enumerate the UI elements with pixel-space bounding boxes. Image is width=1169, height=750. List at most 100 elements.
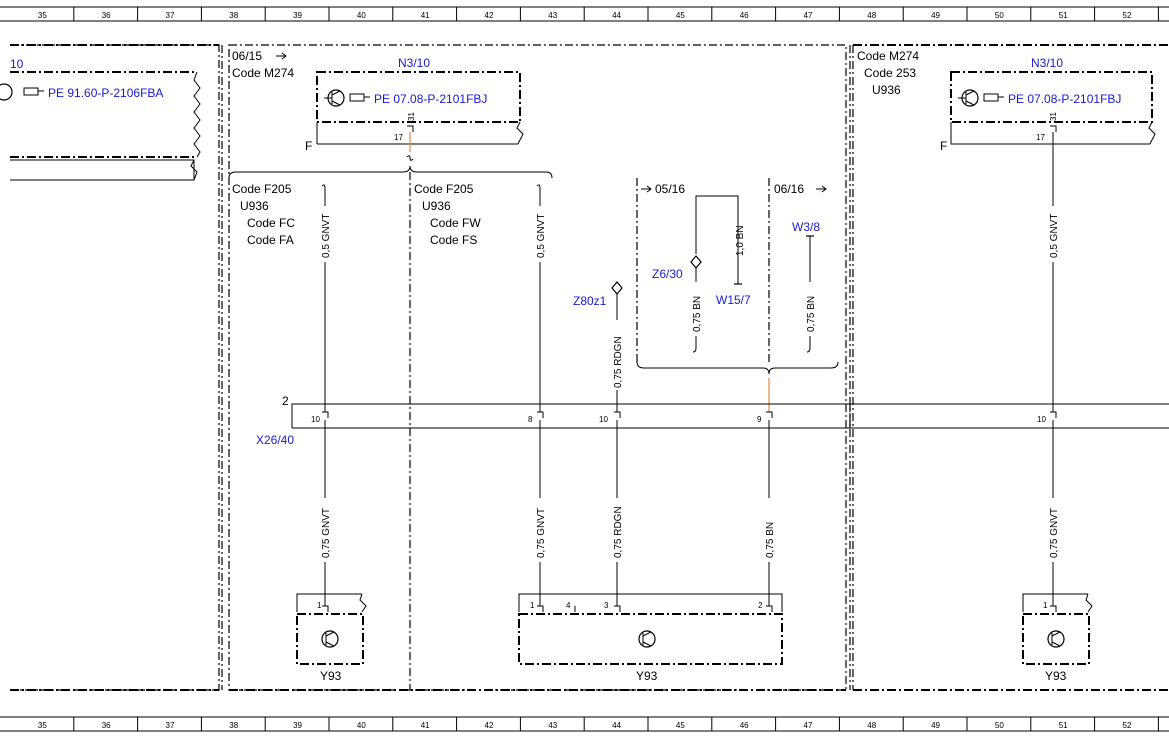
branch-left-code-3: Code FC — [247, 216, 295, 230]
branch-right-code-4: Code FS — [430, 233, 477, 247]
ruler-column-label: 48 — [867, 721, 876, 730]
wire-label: 0,75 BN — [692, 296, 703, 332]
pointer-hand-icon — [983, 93, 1004, 102]
left-panel: 10 PE 91.60-P-2106FBA — [0, 44, 223, 691]
y93-left[interactable]: 1 Y93 — [296, 593, 367, 683]
arrow-right-icon — [641, 185, 652, 193]
arrow-right-icon — [816, 185, 827, 193]
wire-label: 0,75 GNVT — [1049, 508, 1060, 558]
left-panel-frame — [10, 44, 220, 691]
ruler-column-label: 46 — [740, 721, 749, 730]
ruler-column-label: 45 — [676, 11, 685, 20]
wire-label: 0,75 RDGN — [613, 506, 624, 558]
y93-left-label: Y93 — [320, 669, 342, 683]
left-pe-ref[interactable]: PE 91.60-P-2106FBA — [48, 86, 163, 100]
middle-code: Code M274 — [232, 66, 294, 80]
transistor-icon — [321, 630, 339, 648]
ruler-column-label: 50 — [995, 11, 1004, 20]
ruler-column-label: 49 — [931, 11, 940, 20]
branch-brace — [228, 165, 553, 179]
wire-label: 0,75 BN — [765, 522, 776, 558]
middle-date: 06/15 — [232, 49, 262, 63]
branch-right-code-3: Code FW — [430, 216, 481, 230]
pin-4: 4 — [566, 601, 571, 610]
ruler-column-label: 52 — [1123, 11, 1132, 20]
z80-label[interactable]: Z80z1 — [573, 294, 607, 308]
pin-10: 10 — [311, 415, 320, 424]
f-label: F — [305, 139, 312, 153]
z6-label[interactable]: Z6/30 — [652, 267, 683, 281]
ruler-column-label: 35 — [38, 11, 47, 20]
ruler-column-label: 39 — [293, 11, 302, 20]
pin-10: 10 — [1037, 415, 1046, 424]
pin-1: 1 — [1043, 601, 1048, 610]
pin-10: 10 — [599, 415, 608, 424]
middle-pe-ref[interactable]: PE 07.08-P-2101FBJ — [374, 92, 487, 106]
wire-label: 1,0 BN — [735, 225, 746, 256]
wire-label: 0,5 GNVT — [321, 214, 332, 258]
ruler-column-label: 41 — [421, 721, 430, 730]
ruler-column-label: 40 — [357, 721, 366, 730]
right-pe-ref[interactable]: PE 07.08-P-2101FBJ — [1008, 92, 1121, 106]
ruler-column-label: 37 — [166, 721, 175, 730]
right-code-1: Code M274 — [857, 49, 919, 63]
pin-9: 9 — [757, 415, 762, 424]
branch-right-code-2: U936 — [422, 199, 451, 213]
sub-date-right: 06/16 — [774, 182, 804, 196]
connector-x26-40: 2 X26/40 — [256, 394, 1169, 447]
transistor-icon — [1047, 630, 1065, 648]
ruler-column-label: 49 — [931, 721, 940, 730]
wire-label: 0,5 GNVT — [536, 214, 547, 258]
arrow-right-icon — [276, 52, 287, 60]
right-panel: Code M274 Code 253 U936 N3/10 PE 07.08-P… — [849, 44, 1169, 691]
ruler-column-label: 52 — [1123, 721, 1132, 730]
y93-right-panel[interactable]: 1 Y93 — [1022, 593, 1093, 683]
right-module-label[interactable]: N3/10 — [1031, 56, 1063, 70]
wire-label: 0,75 GNVT — [536, 508, 547, 558]
sub-date-left: 05/16 — [655, 182, 685, 196]
branch-right: Code F205 U936 Code FW Code FS 0,5 GNVT … — [414, 182, 547, 606]
ruler-column-label: 42 — [485, 721, 494, 730]
w3-label[interactable]: W3/8 — [792, 220, 820, 234]
wire-label: 0,75 GNVT — [321, 508, 332, 558]
ruler-column-label: 50 — [995, 721, 1004, 730]
f-label: F — [940, 139, 947, 153]
ruler-column-label: 44 — [612, 721, 621, 730]
ruler-column-label: 38 — [229, 11, 238, 20]
branch-left-code-4: Code FA — [247, 233, 294, 247]
w15-label[interactable]: W15/7 — [716, 293, 751, 307]
y93-label: Y93 — [1045, 669, 1067, 683]
ruler-column-label: 43 — [548, 721, 557, 730]
ruler-column-label: 47 — [804, 721, 813, 730]
ruler-column-label: 36 — [102, 721, 111, 730]
transistor-icon — [0, 83, 13, 101]
ruler-column-label: 46 — [740, 11, 749, 20]
n3-10-module-box — [316, 71, 521, 123]
left-ref-partial: 10 — [10, 57, 24, 71]
right-code-2: Code 253 — [864, 66, 916, 80]
ruler-column-label: 39 — [293, 721, 302, 730]
transistor-icon — [958, 89, 979, 107]
ruler-column-label: 51 — [1059, 11, 1068, 20]
z80-branch: Z80z1 0,75 RDGN 10 0,75 RDGN — [573, 281, 624, 606]
pointer-hand-icon — [349, 93, 370, 102]
ruler-column-label: 41 — [421, 11, 430, 20]
y93-right[interactable]: 1 4 3 2 Y93 — [518, 593, 783, 683]
ruler-column-label: 44 — [612, 11, 621, 20]
ruler-column-label: 38 — [229, 721, 238, 730]
middle-panel-frame — [228, 44, 847, 691]
middle-module-label[interactable]: N3/10 — [398, 56, 430, 70]
connector-label[interactable]: X26/40 — [256, 433, 294, 447]
ruler-column-label: 36 — [102, 11, 111, 20]
pin-2: 2 — [758, 601, 763, 610]
branch-left-code-1: Code F205 — [232, 182, 292, 196]
ruler-column-label: 40 — [357, 11, 366, 20]
branch-right-code-1: Code F205 — [414, 182, 474, 196]
ruler-column-label: 35 — [38, 721, 47, 730]
connector-number: 2 — [282, 394, 289, 408]
ruler-column-label: 42 — [485, 11, 494, 20]
pin-17: 17 — [1036, 133, 1045, 142]
ruler-column-label: 37 — [166, 11, 175, 20]
